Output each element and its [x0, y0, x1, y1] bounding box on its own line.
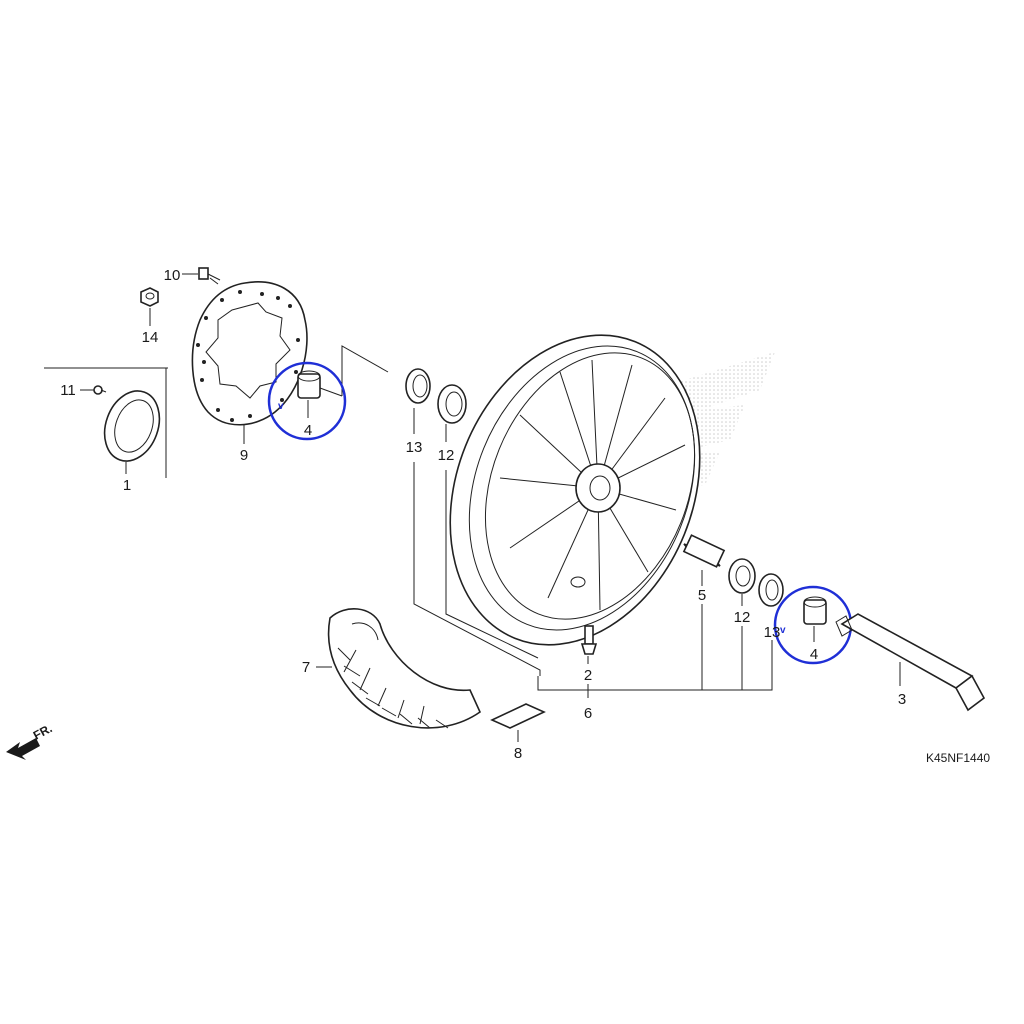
highlight-mark-left: v [278, 401, 284, 412]
label-part-6: 6 [584, 705, 592, 722]
part-11-screw [80, 385, 107, 395]
part-10-bolt [182, 267, 221, 285]
part-8-rim-band [490, 703, 546, 742]
wheel [449, 334, 701, 646]
part-14-nut [140, 287, 159, 326]
part-3-axle [835, 613, 986, 712]
label-part-7: 7 [302, 659, 310, 676]
label-part-8: 8 [514, 745, 522, 762]
label-part-11: 11 [60, 382, 76, 399]
label-part-9: 9 [240, 447, 248, 464]
label-part-4-left: 4 [304, 422, 312, 439]
part-12-right-bearing [728, 558, 756, 690]
label-part-10: 10 [164, 267, 181, 284]
part-13-right-seal [758, 573, 784, 607]
part-2-valve [580, 625, 598, 698]
part-9-brake-disc [191, 281, 308, 444]
label-part-2: 2 [584, 667, 592, 684]
label-part-4-right: 4 [810, 646, 818, 663]
part-1-ring [44, 367, 168, 478]
part-4-left-collar [267, 345, 389, 441]
label-part-12-right: 12 [734, 609, 751, 626]
diagram-code: K45NF1440 [926, 751, 990, 765]
part-12-left-bearing [437, 384, 539, 659]
highlight-mark-right: v [780, 625, 786, 636]
part-13-left-seal [405, 368, 541, 676]
front-direction-arrow-icon [6, 738, 40, 760]
highlight-circle-left [267, 361, 347, 441]
label-part-12-left: 12 [438, 447, 455, 464]
label-part-1: 1 [123, 477, 131, 494]
label-part-13-right: 13 [764, 624, 781, 641]
part-7-tire [316, 608, 482, 729]
label-part-13-left: 13 [406, 439, 423, 456]
part-6-bracket [537, 640, 773, 691]
label-part-14: 14 [142, 329, 159, 346]
label-part-3: 3 [898, 691, 906, 708]
part-5-distance-collar [682, 534, 726, 690]
label-part-5: 5 [698, 587, 706, 604]
